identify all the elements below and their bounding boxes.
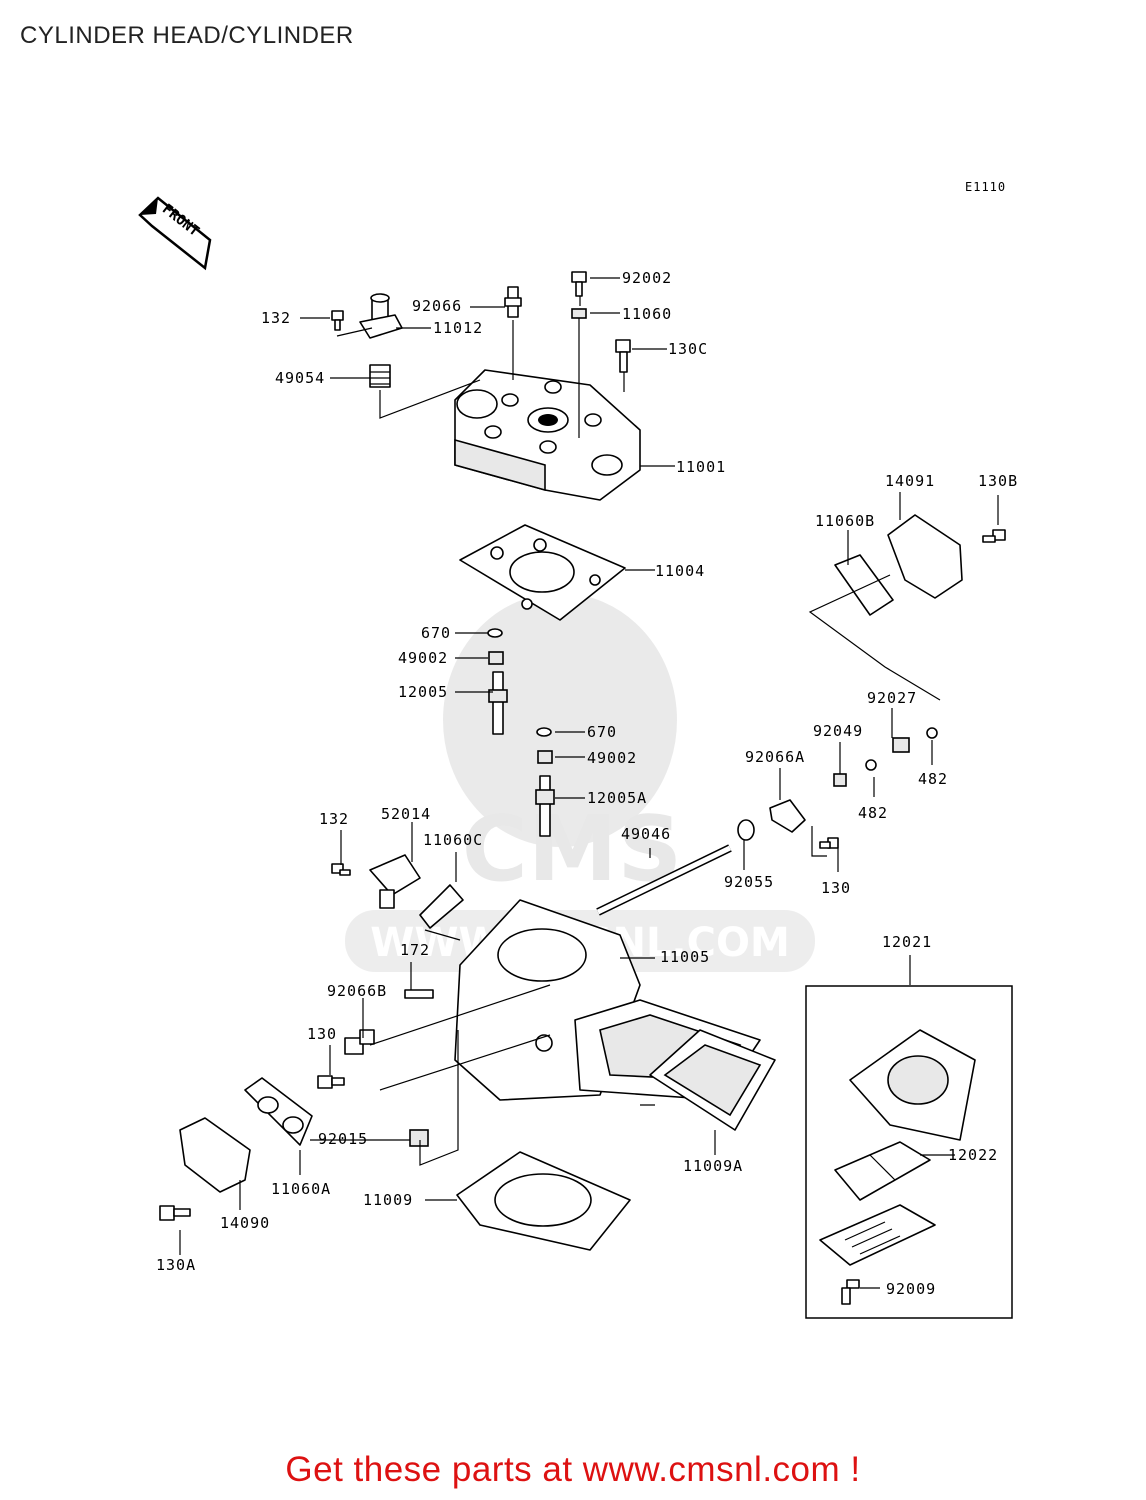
clip-482-a: [926, 727, 938, 739]
part-label-12021[interactable]: 12021: [882, 933, 932, 951]
part-label-11009[interactable]: 11009: [363, 1191, 413, 1209]
fitting-92066b: [344, 1029, 375, 1055]
water-outlet-52014: [369, 854, 421, 909]
bolt-92002: [571, 271, 587, 297]
bolt-130b: [982, 529, 1006, 543]
nut-92049: [833, 773, 847, 787]
part-label-14091[interactable]: 14091: [885, 472, 935, 490]
part-label-670-b[interactable]: 670: [587, 723, 617, 741]
valve-cover-14091: [887, 514, 963, 599]
gasket-11060b: [834, 554, 894, 616]
front-arrow-icon: FRONT: [138, 196, 212, 271]
bolt-130a: [159, 1205, 191, 1221]
part-label-132-left[interactable]: 132: [319, 810, 349, 828]
stud-172: [404, 989, 434, 999]
part-label-11060a[interactable]: 11060A: [271, 1180, 331, 1198]
part-label-482-b[interactable]: 482: [858, 804, 888, 822]
part-label-49046[interactable]: 49046: [621, 825, 671, 843]
part-label-92055[interactable]: 92055: [724, 873, 774, 891]
o-ring-92055: [737, 819, 755, 841]
part-label-130c[interactable]: 130C: [668, 340, 708, 358]
gasket-11060c: [419, 884, 464, 929]
part-label-11001[interactable]: 11001: [676, 458, 726, 476]
part-label-92066b[interactable]: 92066B: [327, 982, 387, 1000]
part-label-11012[interactable]: 11012: [433, 319, 483, 337]
nut-92015: [409, 1129, 429, 1147]
part-label-49002-a[interactable]: 49002: [398, 649, 448, 667]
reed-valve-kit-box: [805, 985, 1013, 1319]
part-label-172[interactable]: 172: [400, 941, 430, 959]
reed-gasket-11009a: [649, 1029, 776, 1131]
part-label-92066a[interactable]: 92066A: [745, 748, 805, 766]
part-label-49054[interactable]: 49054: [275, 369, 325, 387]
part-label-11004[interactable]: 11004: [655, 562, 705, 580]
spark-plug-92066: [504, 286, 522, 318]
part-label-670-a[interactable]: 670: [421, 624, 451, 642]
reed-petal-12022: [834, 1141, 931, 1201]
shaft-49046: [596, 844, 732, 916]
bushing-49002-a: [488, 651, 504, 665]
reed-stopper: [819, 1204, 936, 1266]
shaft-12005: [488, 671, 508, 735]
screw-92009: [841, 1279, 860, 1305]
part-label-482-a[interactable]: 482: [918, 770, 948, 788]
bolt-132-top: [331, 310, 344, 331]
part-label-14090[interactable]: 14090: [220, 1214, 270, 1232]
part-label-11009a[interactable]: 11009A: [683, 1157, 743, 1175]
part-label-92027[interactable]: 92027: [867, 689, 917, 707]
bushing-49002-b: [537, 750, 553, 764]
part-label-12022[interactable]: 12022: [948, 1146, 998, 1164]
thermostat-49054: [369, 364, 391, 388]
part-label-92002[interactable]: 92002: [622, 269, 672, 287]
diagram-ref: E1110: [965, 180, 1006, 194]
part-label-130-right[interactable]: 130: [821, 879, 851, 897]
part-label-130-left[interactable]: 130: [307, 1025, 337, 1043]
page-title: CYLINDER HEAD/CYLINDER: [20, 22, 354, 49]
part-label-92049[interactable]: 92049: [813, 722, 863, 740]
part-label-11060b[interactable]: 11060B: [815, 512, 875, 530]
leader-lines: [179, 277, 999, 1289]
bolt-130-left: [317, 1075, 345, 1089]
part-label-130a[interactable]: 130A: [156, 1256, 196, 1274]
part-label-92009[interactable]: 92009: [886, 1280, 936, 1298]
base-gasket-11009: [456, 1151, 631, 1251]
reed-valve-12021: [849, 1029, 976, 1141]
head-gasket-11004: [459, 524, 626, 621]
gasket-11060a: [244, 1077, 313, 1146]
nut-92027: [892, 737, 910, 753]
bolt-130-right: [819, 837, 839, 849]
part-label-11060[interactable]: 11060: [622, 305, 672, 323]
part-label-52014[interactable]: 52014: [381, 805, 431, 823]
bolt-130c: [615, 339, 631, 373]
part-label-11005[interactable]: 11005: [660, 948, 710, 966]
part-label-49002-b[interactable]: 49002: [587, 749, 637, 767]
o-ring-670-b: [536, 727, 552, 737]
exhaust-cover-14090: [179, 1117, 251, 1193]
shaft-12005a: [535, 775, 555, 837]
washer-11060: [571, 308, 587, 319]
part-label-11060c[interactable]: 11060C: [423, 831, 483, 849]
part-label-132-top[interactable]: 132: [261, 309, 291, 327]
watermark-brand: CMS: [462, 797, 682, 902]
part-label-12005[interactable]: 12005: [398, 683, 448, 701]
clip-482-b: [865, 759, 877, 771]
holder-92066a: [769, 799, 806, 833]
cylinder-head-11001: [454, 369, 641, 501]
thermostat-cover-11012: [359, 293, 403, 339]
o-ring-670-a: [487, 628, 503, 638]
part-label-12005a[interactable]: 12005A: [587, 789, 647, 807]
part-label-130b[interactable]: 130B: [978, 472, 1018, 490]
footer-call-to-action[interactable]: Get these parts at www.cmsnl.com !: [285, 1450, 861, 1489]
part-label-92066[interactable]: 92066: [412, 297, 462, 315]
part-label-92015[interactable]: 92015: [318, 1130, 368, 1148]
bolt-132-left: [331, 863, 351, 876]
